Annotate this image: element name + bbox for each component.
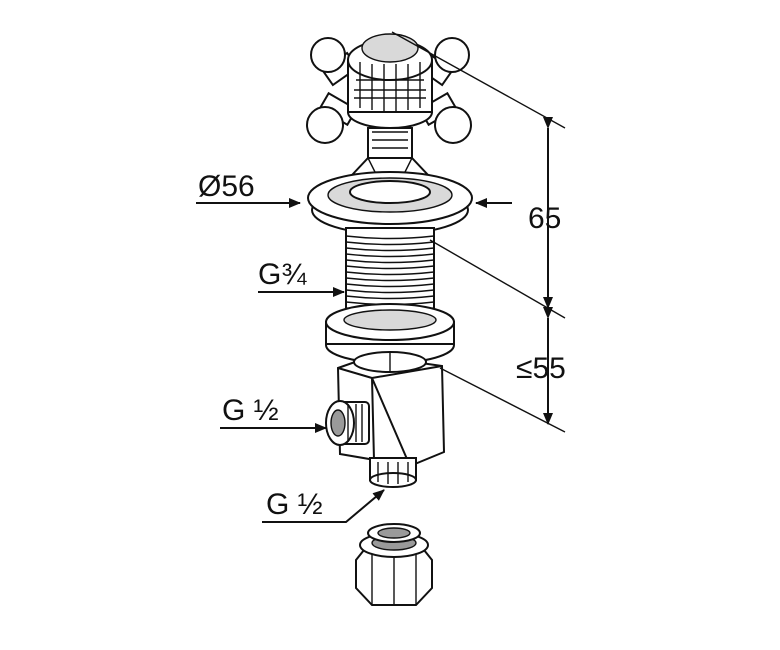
dimension-lines	[196, 31, 566, 523]
label-diameter: Ø56	[198, 170, 255, 203]
label-height-lower: ≤55	[516, 352, 566, 385]
thread-ridge	[345, 289, 435, 294]
thread-ridge	[345, 253, 435, 258]
valve-body	[325, 351, 446, 488]
thread-ridge	[345, 271, 435, 276]
thread-ridge	[345, 265, 435, 270]
handle-knob	[310, 37, 346, 73]
thread-ridge	[345, 241, 435, 246]
handle-knob	[434, 106, 472, 144]
label-thread-main: G¾	[258, 258, 307, 291]
rosette-flange	[307, 171, 473, 235]
handle-knob	[434, 37, 470, 73]
label-thread-bottom: G ½	[266, 488, 323, 521]
thread-ridge	[345, 259, 435, 264]
thread-ridge	[345, 235, 435, 240]
handle-knob	[306, 106, 344, 144]
thread-ridge	[345, 277, 435, 282]
thread-ridge	[345, 247, 435, 252]
lock-ring	[325, 303, 455, 364]
cross-handle	[306, 33, 472, 144]
thread-ridge	[345, 283, 435, 288]
label-height-upper: 65	[528, 202, 561, 235]
union-nut	[355, 523, 433, 606]
thread-ridge	[345, 295, 435, 300]
label-thread-side: G ½	[222, 394, 279, 427]
